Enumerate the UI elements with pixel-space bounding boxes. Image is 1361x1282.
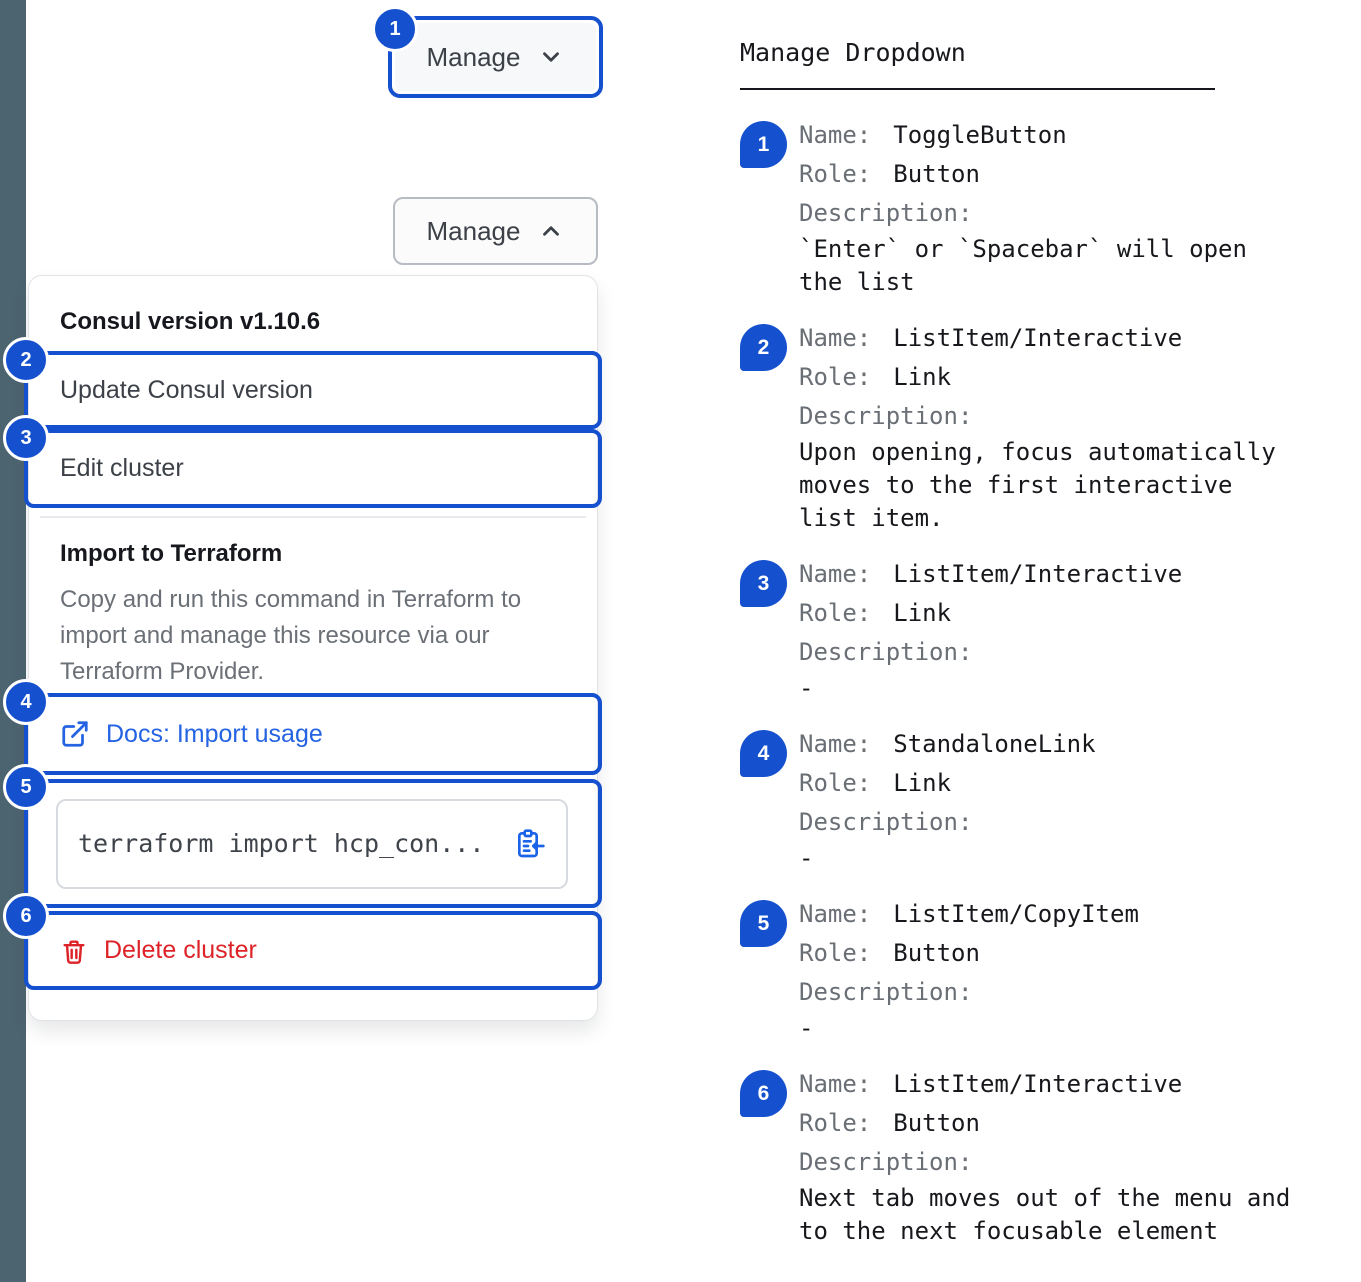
spec-entry-6: 6 Name:ListItem/Interactive Role:Button … bbox=[740, 1065, 1320, 1248]
manage-toggle-open-label: Manage bbox=[426, 215, 521, 246]
name-label: Name: bbox=[799, 1070, 872, 1098]
dropdown-separator bbox=[40, 516, 586, 518]
entry-6-description: Next tab moves out of the menu and to th… bbox=[799, 1184, 1291, 1245]
clipboard-copy-icon[interactable] bbox=[514, 828, 546, 860]
spec-badge-2: 2 bbox=[740, 324, 787, 371]
manage-dropdown-panel bbox=[28, 275, 598, 1021]
menu-item-update-consul-version[interactable]: Update Consul version bbox=[24, 351, 602, 429]
role-label: Role: bbox=[799, 769, 872, 797]
delete-cluster-action[interactable]: Delete cluster bbox=[28, 936, 257, 965]
docs-import-usage-link[interactable]: Docs: Import usage bbox=[28, 719, 323, 749]
entry-6-name: ListItem/Interactive bbox=[893, 1070, 1183, 1098]
spec-entry-1: 1 Name: ToggleButton Role: Button Descript… bbox=[740, 116, 1320, 299]
role-label: Role: bbox=[799, 160, 872, 188]
name-label: Name: bbox=[799, 560, 872, 588]
left-rail bbox=[0, 0, 26, 1282]
spec-entry-5: 5 Name: ListItem/CopyItem Role: Button Des… bbox=[740, 895, 1320, 1045]
manage-toggle-closed-button[interactable]: Manage bbox=[395, 23, 596, 91]
manage-toggle-closed-label: Manage bbox=[426, 41, 521, 72]
description-label: Description: bbox=[799, 638, 973, 666]
spec-panel-rule bbox=[740, 88, 1215, 90]
import-description: Copy and run this command in Terraform t… bbox=[60, 586, 522, 685]
entry-5-description: - bbox=[799, 1014, 814, 1042]
entry-5-role: Button bbox=[893, 939, 980, 967]
menu-item-edit-cluster[interactable]: Edit cluster bbox=[24, 429, 602, 508]
chevron-up-icon bbox=[538, 218, 564, 244]
edit-cluster-label: Edit cluster bbox=[60, 454, 184, 482]
terraform-command-text: terraform import hcp_con... bbox=[78, 829, 485, 858]
delete-cluster-label: Delete cluster bbox=[104, 936, 257, 964]
name-label: Name: bbox=[799, 324, 872, 352]
spec-badge-4: 4 bbox=[740, 730, 787, 777]
annotation-badge-2: 2 bbox=[3, 337, 49, 383]
consul-version-header: Consul version v1.10.6 bbox=[60, 308, 321, 335]
menu-item-delete-cluster[interactable]: Delete cluster bbox=[24, 911, 602, 990]
spec-entry-4: 4 Name: StandaloneLink Role: Link Descript… bbox=[740, 725, 1320, 875]
spec-badge-3: 3 bbox=[740, 560, 787, 607]
spec-panel: Manage Dropdown 1 Name: ToggleButton Role… bbox=[740, 38, 1320, 1268]
manage-toggle-closed-focus-ring: Manage bbox=[388, 16, 603, 98]
annotation-badge-3: 3 bbox=[3, 415, 49, 461]
entry-1-name: ToggleButton bbox=[893, 121, 1067, 149]
entry-2-name: ListItem/Interactive bbox=[893, 324, 1183, 352]
menu-item-copy-terraform-command[interactable]: terraform import hcp_con... bbox=[24, 779, 602, 908]
spec-badge-1: 1 bbox=[740, 121, 787, 168]
name-label: Name: bbox=[799, 730, 872, 758]
trash-icon bbox=[60, 937, 88, 965]
spec-entry-2: 2 Name: ListItem/Interactive Role: Link De… bbox=[740, 319, 1320, 535]
annotation-badge-5: 5 bbox=[3, 764, 49, 810]
name-label: Name: bbox=[799, 121, 872, 149]
role-label: Role: bbox=[799, 1109, 872, 1137]
description-label: Description: bbox=[799, 808, 973, 836]
spec-entries: 1 Name: ToggleButton Role: Button Descript… bbox=[740, 116, 1320, 1248]
entry-3-description: - bbox=[799, 674, 814, 702]
entry-3-role: Link bbox=[893, 599, 952, 627]
name-label: Name: bbox=[799, 900, 872, 928]
entry-6-role: Button bbox=[893, 1109, 980, 1137]
description-label: Description: bbox=[799, 402, 973, 430]
annotation-badge-1: 1 bbox=[372, 6, 418, 52]
description-label: Description: bbox=[799, 978, 973, 1006]
menu-item-docs-import-usage[interactable]: Docs: Import usage bbox=[24, 693, 602, 775]
entry-1-description: `Enter` or `Spacebar` will open the list bbox=[799, 235, 1247, 296]
role-label: Role: bbox=[799, 363, 872, 391]
entry-4-name: StandaloneLink bbox=[893, 730, 1096, 758]
chevron-down-icon bbox=[538, 44, 564, 70]
entry-4-description: - bbox=[799, 844, 814, 872]
role-label: Role: bbox=[799, 599, 872, 627]
annotation-badge-6: 6 bbox=[3, 893, 49, 939]
description-label: Description: bbox=[799, 199, 973, 227]
spec-badge-5: 5 bbox=[740, 900, 787, 947]
spec-panel-title: Manage Dropdown bbox=[740, 38, 966, 67]
update-consul-version-label: Update Consul version bbox=[60, 375, 313, 404]
external-link-icon bbox=[60, 719, 90, 749]
role-label: Role: bbox=[799, 939, 872, 967]
entry-1-role: Button bbox=[893, 160, 980, 188]
entry-5-name: ListItem/CopyItem bbox=[893, 900, 1139, 928]
spec-badge-6: 6 bbox=[740, 1070, 787, 1117]
terraform-command-copy-field[interactable]: terraform import hcp_con... bbox=[56, 798, 568, 889]
entry-2-description: Upon opening, focus automatically moves … bbox=[799, 438, 1276, 532]
spec-entry-3: 3 Name: ListItem/Interactive Role: Link De… bbox=[740, 555, 1320, 705]
docs-import-usage-label: Docs: Import usage bbox=[106, 719, 323, 748]
manage-toggle-open-button[interactable]: Manage bbox=[393, 197, 598, 265]
entry-4-role: Link bbox=[893, 769, 952, 797]
import-to-terraform-header: Import to Terraform bbox=[60, 540, 283, 567]
entry-3-name: ListItem/Interactive bbox=[893, 560, 1183, 588]
annotation-badge-4: 4 bbox=[3, 679, 49, 725]
entry-2-role: Link bbox=[893, 363, 952, 391]
description-label: Description: bbox=[799, 1148, 973, 1176]
